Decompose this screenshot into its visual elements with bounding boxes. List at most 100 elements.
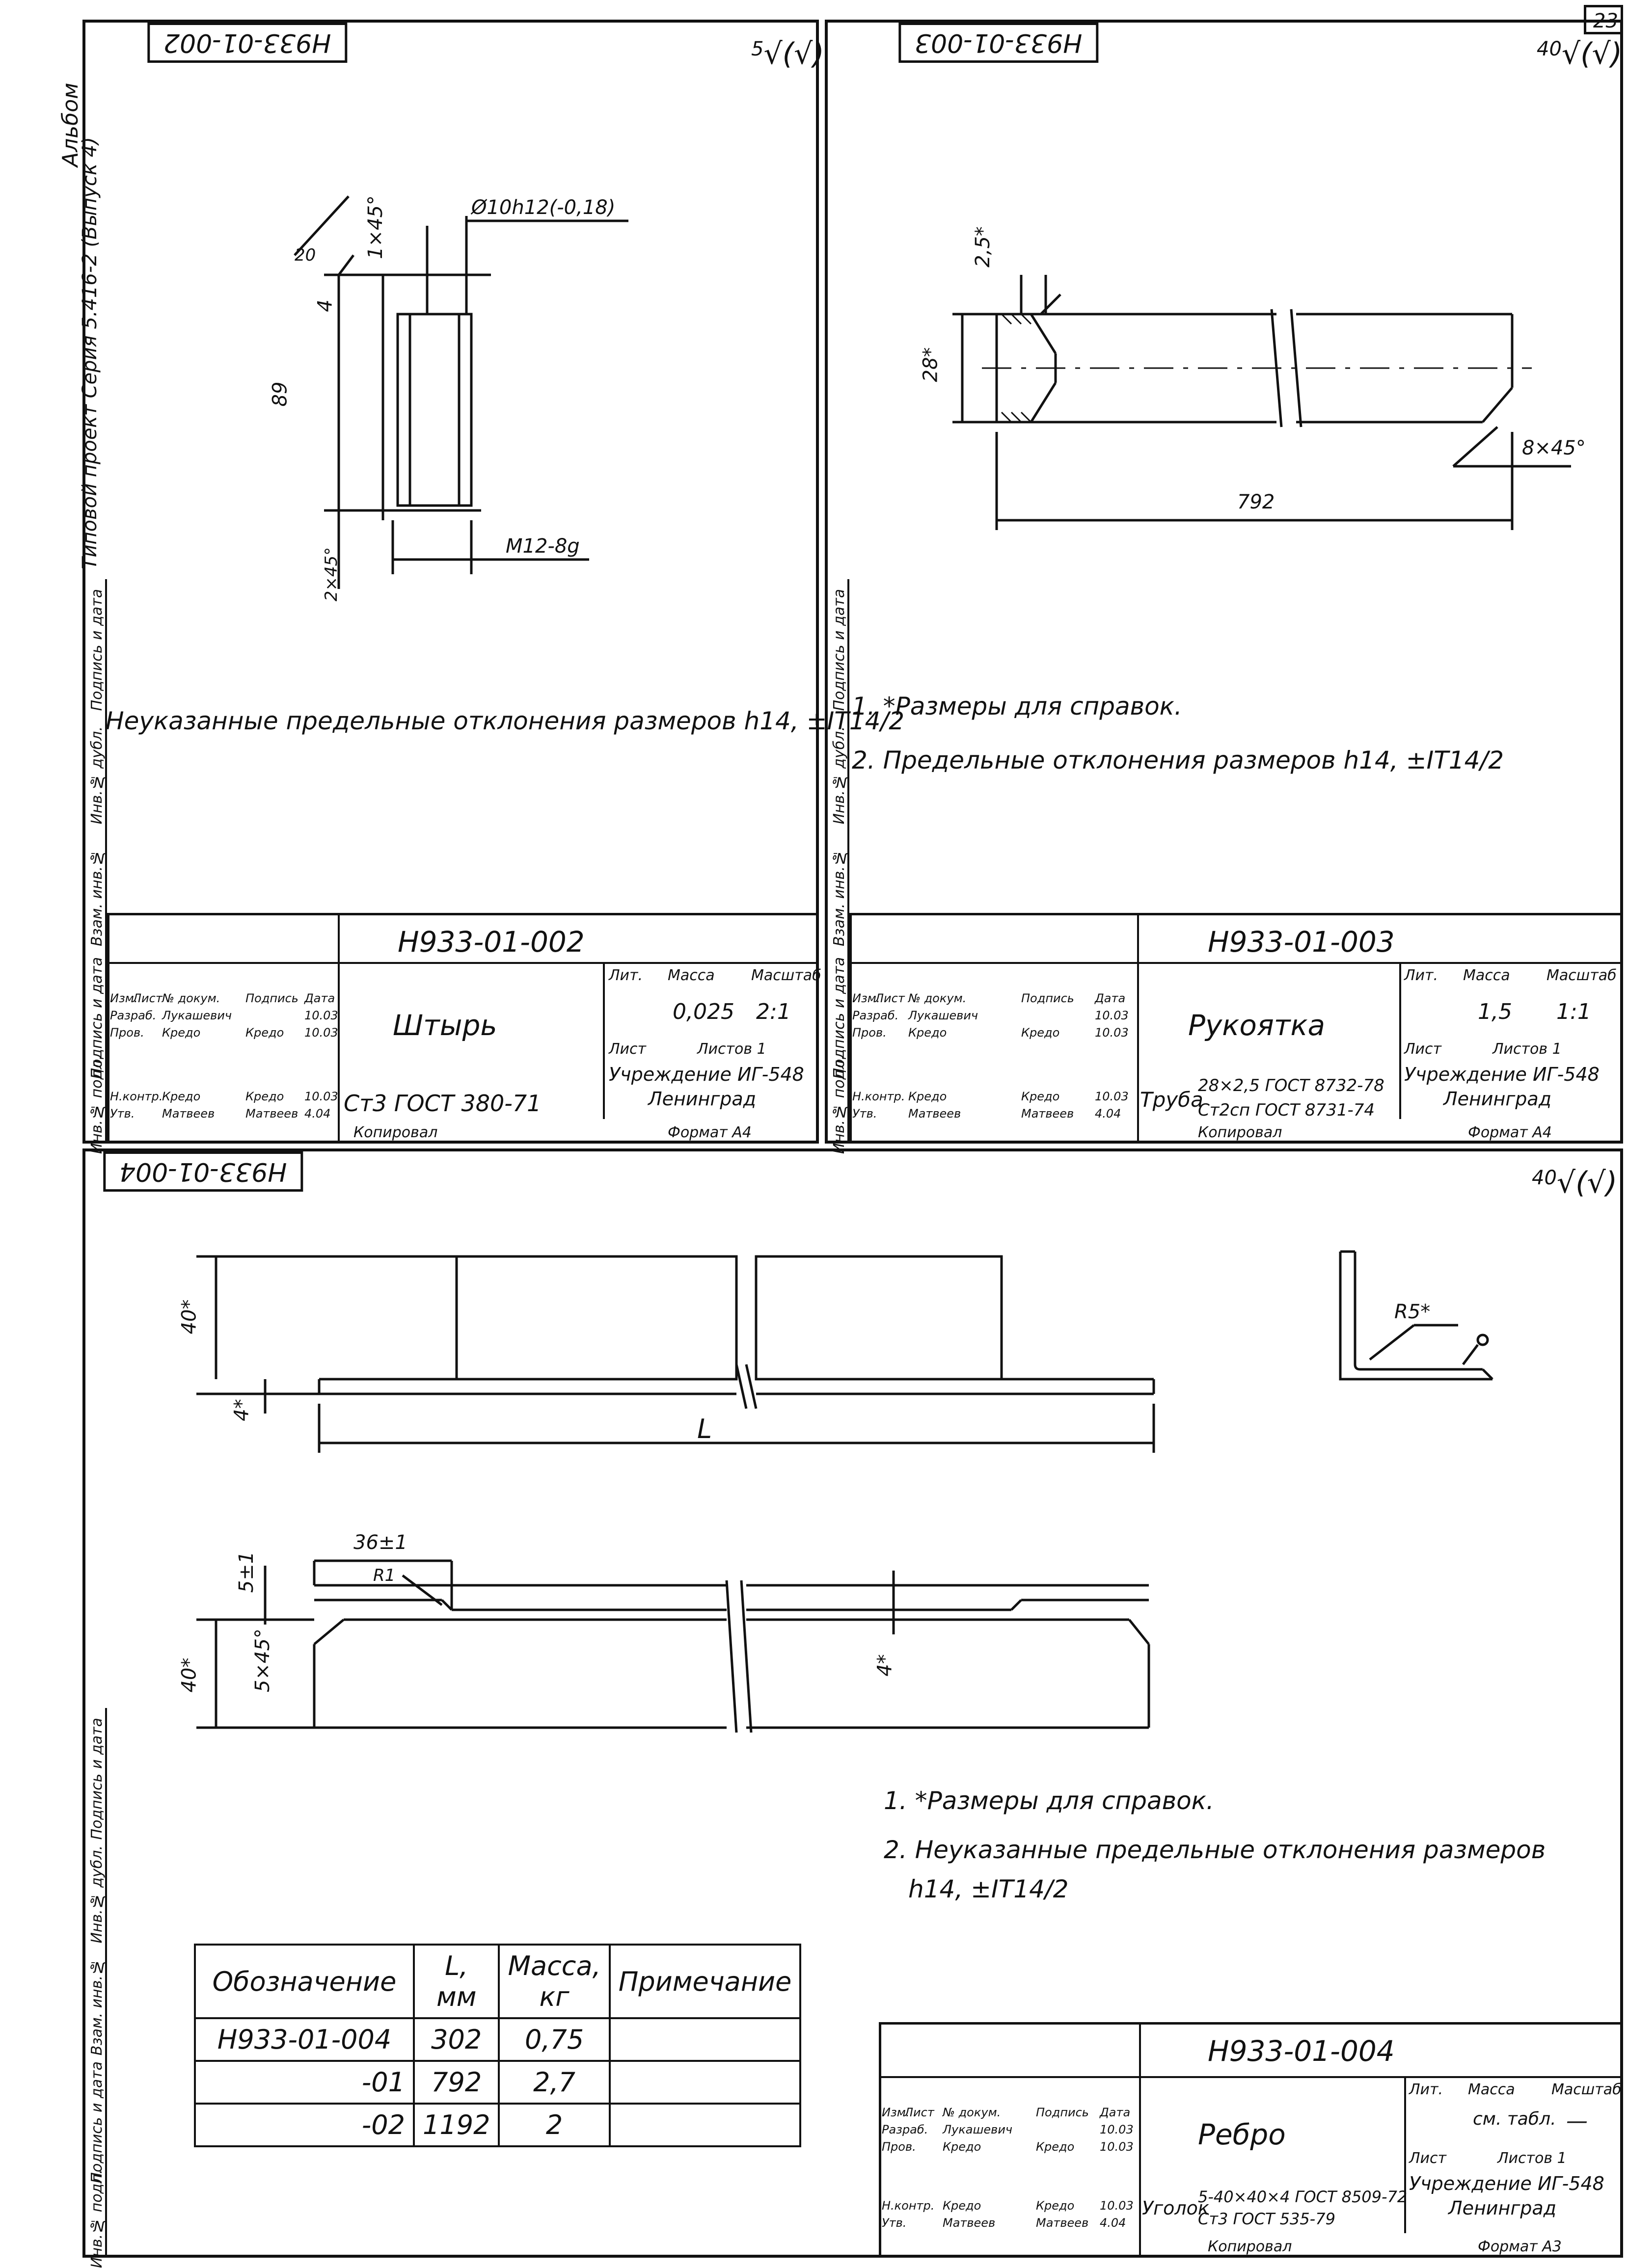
tb-004-r1c2: Кредо bbox=[1036, 2140, 1075, 2154]
roughness-value-003: 40 bbox=[1537, 38, 1562, 60]
tb-002-h2: № докум. bbox=[162, 991, 220, 1005]
spec-header-mass: Масса, кг bbox=[498, 1944, 611, 2019]
tb-004-sheet: Лист bbox=[1409, 2150, 1447, 2167]
dim-diameter-002: Ø10h12(-0,18) bbox=[471, 196, 616, 219]
side-col-tr-3: Инв.№ дубл. bbox=[831, 726, 848, 825]
tb-002-mass-label: Масса bbox=[668, 967, 715, 984]
tb-004-r3c1: Матвеев bbox=[943, 2216, 996, 2230]
tb-004-vline2 bbox=[1404, 2076, 1406, 2233]
tb-004-org-1: Учреждение ИГ-548 bbox=[1409, 2173, 1604, 2194]
tb-004-r2c1: Кредо bbox=[943, 2199, 981, 2213]
tb-003-scale-label: Масштаб bbox=[1547, 967, 1617, 984]
tb-002-material: Ст3 ГОСТ 380-71 bbox=[344, 1090, 542, 1117]
tb-004-r3c0: Утв. bbox=[882, 2216, 907, 2230]
tb-002-r2c2: Кредо bbox=[245, 1090, 284, 1103]
spec-r0-designation: Н933-01-004 bbox=[194, 2017, 415, 2062]
note-004-3: h14, ±IT14/2 bbox=[908, 1875, 1069, 1903]
tb-003-material-prefix: Труба bbox=[1140, 1088, 1203, 1112]
spec-r1-mass: 2,7 bbox=[498, 2060, 611, 2105]
tb-002-r1c3: 10.03 bbox=[304, 1026, 338, 1040]
tb-003-scale: 1:1 bbox=[1556, 999, 1591, 1024]
tb-002-r3c0: Утв. bbox=[110, 1107, 135, 1121]
tb-003-vline2 bbox=[1399, 962, 1401, 1119]
tb-004-material-prefix: Уголок bbox=[1142, 2197, 1209, 2219]
tb-002-top-line bbox=[107, 962, 819, 964]
tb-003-sheets: Листов 1 bbox=[1492, 1041, 1562, 1058]
tb-003-r1c3: 10.03 bbox=[1095, 1026, 1129, 1040]
tb-003-h3: Подпись bbox=[1021, 991, 1074, 1005]
tb-003-r3c3: 4.04 bbox=[1095, 1107, 1121, 1121]
title-block-003 bbox=[849, 913, 1623, 1144]
tb-002-r0c3: 10.03 bbox=[304, 1009, 338, 1022]
tb-003-sheet: Лист bbox=[1404, 1041, 1442, 1058]
tb-002-scale: 2:1 bbox=[756, 999, 791, 1024]
tb-004-h1: Лист bbox=[904, 2106, 934, 2119]
spec-r2-note bbox=[608, 2103, 802, 2147]
tb-002-lit-label: Лит. bbox=[609, 967, 643, 984]
tb-004-format: Формат А3 bbox=[1478, 2238, 1562, 2255]
dim-wall-003: 2,5* bbox=[971, 226, 994, 267]
tb-004-scale: — bbox=[1566, 2108, 1588, 2134]
tb-003-r0c3: 10.03 bbox=[1095, 1009, 1129, 1022]
tb-002-copied: Копировал bbox=[353, 1124, 438, 1141]
tb-004-scale-label: Масштаб bbox=[1551, 2081, 1622, 2098]
tb-004-org-2: Ленинград bbox=[1448, 2197, 1556, 2219]
side-col-tl-4: Подпись и дата bbox=[88, 589, 106, 711]
tb-003-code: Н933-01-003 bbox=[1208, 925, 1395, 959]
side-col-tr-2: Взам. инв.№ bbox=[831, 849, 848, 946]
table-row: -01 792 2,7 bbox=[194, 2060, 802, 2105]
dim-length-004: L bbox=[697, 1414, 712, 1444]
side-col-tl-2: Взам. инв.№ bbox=[88, 849, 106, 946]
tb-003-top-line bbox=[849, 962, 1623, 964]
tb-003-material-bottom: Ст2сп ГОСТ 8731-74 bbox=[1198, 1100, 1375, 1120]
spec-header-note: Примечание bbox=[608, 1944, 802, 2019]
tb-002-vline bbox=[338, 913, 340, 1144]
spec-r1-length: 792 bbox=[412, 2060, 500, 2105]
tb-002-code: Н933-01-002 bbox=[398, 925, 585, 959]
tb-003-lit-label: Лит. bbox=[1404, 967, 1438, 984]
side-col-bl-1: Подпись и дата bbox=[88, 2061, 106, 2184]
side-col-tl-1: Подпись и дата bbox=[88, 957, 106, 1079]
side-col-bl-0: Инв.№ подл. bbox=[88, 2169, 106, 2268]
dim-height2-004: 40* bbox=[178, 1657, 201, 1693]
side-col-tl-3: Инв.№ дубл. bbox=[88, 726, 106, 825]
tb-004-r1c0: Пров. bbox=[882, 2140, 916, 2154]
tb-003-org-2: Ленинград bbox=[1443, 1088, 1551, 1110]
tb-002-r2c3: 10.03 bbox=[304, 1090, 338, 1103]
tb-003-mass: 1,5 bbox=[1478, 999, 1512, 1024]
spec-r2-designation: -02 bbox=[194, 2103, 415, 2147]
tb-003-h0: Изм. bbox=[852, 991, 880, 1005]
tb-003-copied: Копировал bbox=[1198, 1124, 1282, 1141]
tb-004-r1c1: Кредо bbox=[943, 2140, 981, 2154]
tb-004-r3c2: Матвеев bbox=[1036, 2216, 1089, 2230]
spec-header-length: L, мм bbox=[412, 1944, 500, 2019]
stamp-code-004: Н933-01-004 bbox=[103, 1151, 303, 1192]
tb-002-org-2: Ленинград bbox=[648, 1088, 756, 1110]
tb-004-h4: Дата bbox=[1100, 2106, 1131, 2119]
dim-rough-local-002: 20 bbox=[295, 245, 316, 265]
tb-003-material-top: 28×2,5 ГОСТ 8732-78 bbox=[1198, 1076, 1384, 1095]
tb-003-r2c0: Н.контр. bbox=[852, 1090, 905, 1103]
tb-004-mass: см. табл. bbox=[1473, 2109, 1556, 2129]
tb-003-r2c3: 10.03 bbox=[1095, 1090, 1129, 1103]
tb-003-h4: Дата bbox=[1095, 991, 1126, 1005]
tb-002-h1: Лист bbox=[133, 991, 163, 1005]
title-block-002 bbox=[107, 913, 819, 1144]
tb-004-h3: Подпись bbox=[1036, 2106, 1089, 2119]
tb-004-r2c2: Кредо bbox=[1036, 2199, 1075, 2213]
roughness-value-004: 40 bbox=[1532, 1167, 1557, 1189]
note-004-2: 2. Неуказанные предельные отклонения раз… bbox=[884, 1836, 1546, 1864]
tb-004-top-line bbox=[879, 2076, 1623, 2078]
tb-003-h1: Лист bbox=[875, 991, 905, 1005]
note-004-1: 1. *Размеры для справок. bbox=[884, 1787, 1214, 1815]
dim-thread-len-002: 4 bbox=[314, 299, 337, 312]
stamp-code-003: Н933-01-003 bbox=[898, 23, 1099, 63]
tb-004-lit-label: Лит. bbox=[1409, 2081, 1443, 2098]
roughness-mark-002: 5√(√) bbox=[751, 37, 824, 71]
tb-004-name: Ребро bbox=[1198, 2118, 1286, 2151]
side-column-top-right bbox=[825, 579, 849, 1144]
table-row: -02 1192 2 bbox=[194, 2103, 802, 2147]
dim-thickness-004: 4* bbox=[230, 1399, 253, 1421]
side-col-bl-3: Инв.№ дубл. bbox=[88, 1845, 106, 1944]
side-col-tr-1: Подпись и дата bbox=[831, 957, 848, 1079]
